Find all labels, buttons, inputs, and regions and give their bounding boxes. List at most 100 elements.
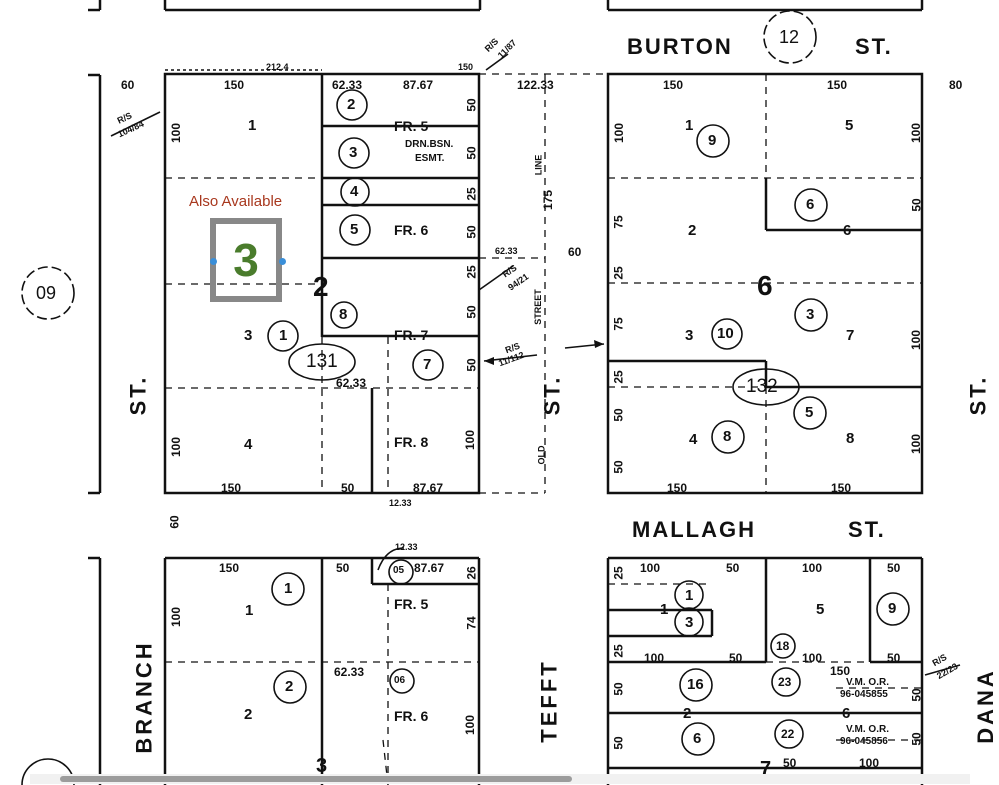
parcel-circle-1-lower-right[interactable]: 1: [685, 587, 694, 604]
parcel-circle-2-lower-left[interactable]: 2: [285, 678, 294, 695]
parcel-circle-1[interactable]: 1: [279, 327, 288, 344]
parcel-circle-22[interactable]: 22: [781, 727, 795, 741]
lot-1-block-6[interactable]: 1: [685, 117, 694, 134]
bottom-partial-number: 3: [316, 755, 328, 777]
parcel-circle-3[interactable]: 3: [349, 144, 358, 161]
lot-6-lower-right[interactable]: 6: [842, 705, 851, 722]
vdim-50-g: 50: [611, 460, 626, 474]
vdim-50-c: 50: [464, 225, 479, 239]
dim-212-4: 212.4: [266, 62, 289, 72]
vdim-74: 74: [464, 616, 479, 630]
dim-87-67-bottom: 87.67: [413, 481, 444, 495]
vdim-100-mid-left: 100: [463, 429, 478, 451]
parcel-circle-4[interactable]: 4: [350, 183, 359, 200]
street-line-label: LINE: [533, 154, 544, 176]
parcel-circle-16[interactable]: 16: [687, 676, 704, 693]
vdim-25-f: 25: [611, 644, 626, 658]
dim-100-lower-right-f: 100: [859, 756, 880, 770]
dim-80: 80: [949, 78, 963, 92]
lot-3-selection-badge[interactable]: 3: [210, 218, 282, 302]
lot-4-block-2[interactable]: 4: [244, 436, 253, 453]
street-branch: BRANCH: [131, 640, 157, 754]
vdim-50-h: 50: [909, 198, 924, 212]
vdim-100-lower-mid: 100: [463, 714, 478, 736]
parcel-circle-3-right[interactable]: 3: [806, 306, 815, 323]
dim-150-top-left: 150: [224, 78, 245, 92]
parcel-circle-6-lower-right[interactable]: 6: [693, 730, 702, 747]
vdim-25-e: 25: [611, 566, 626, 580]
lot-1-lower-left[interactable]: 1: [245, 602, 254, 619]
street-dana: DANA: [972, 668, 998, 744]
lot-fr7-block-2[interactable]: FR. 7: [394, 327, 429, 343]
dim-150-top-small: 150: [458, 62, 474, 72]
parcel-circle-9[interactable]: 9: [708, 132, 717, 149]
lot-fr8-block-2[interactable]: FR. 8: [394, 434, 429, 450]
vdim-75-a: 75: [611, 215, 626, 229]
parcel-circle-8[interactable]: 8: [339, 306, 348, 323]
vdim-50-j: 50: [611, 736, 626, 750]
vdim-25-c: 25: [611, 266, 626, 280]
parcel-circle-10[interactable]: 10: [717, 325, 734, 342]
dim-100-lower-right-b: 100: [802, 561, 823, 575]
dim-100-lower-right-a: 100: [640, 561, 661, 575]
dim-62-33-lower: 62.33: [334, 665, 365, 679]
parcel-circle-3-lower-right[interactable]: 3: [685, 614, 694, 631]
parcel-circle-18[interactable]: 18: [776, 639, 790, 653]
easement-label: ESMT.: [415, 153, 445, 164]
lot-4-block-6[interactable]: 4: [689, 431, 698, 448]
lot-7-block-6[interactable]: 7: [846, 327, 855, 344]
lot-2-lower-right[interactable]: 2: [683, 705, 692, 722]
vm-or-value-2: 96-045856: [840, 736, 888, 747]
lot-2-block-6[interactable]: 2: [688, 222, 697, 239]
dim-50-lower-right-c: 50: [729, 651, 743, 665]
resize-handle-right[interactable]: [279, 258, 286, 265]
vdim-25-b: 25: [464, 265, 479, 279]
vdim-175: 175: [541, 189, 556, 211]
parcel-circle-9-lower-right[interactable]: 9: [888, 600, 897, 617]
lot-7-lower-right[interactable]: 7: [760, 758, 772, 780]
street-tefft: TEFFT: [536, 659, 562, 743]
lot-1-lower-right[interactable]: 1: [660, 601, 669, 618]
parcel-circle-23[interactable]: 23: [778, 675, 792, 689]
dim-12-33-bottom: 12.33: [389, 498, 412, 508]
lot-6-block-6[interactable]: 6: [843, 222, 852, 239]
vdim-25-a: 25: [464, 187, 479, 201]
lot-5-block-6[interactable]: 5: [845, 117, 854, 134]
lot-fr5-block-2[interactable]: FR. 5: [394, 118, 429, 134]
parcel-circle-06[interactable]: 06: [394, 675, 406, 686]
street-mallagh-suffix: ST.: [848, 517, 886, 542]
street-left-suffix: ST.: [125, 374, 151, 416]
lot-fr5-lower-left[interactable]: FR. 5: [394, 596, 429, 612]
vdim-100-lower-left: 100: [169, 606, 184, 628]
dim-150-bottom-right-a: 150: [667, 481, 688, 495]
lot-1-block-2[interactable]: 1: [248, 117, 257, 134]
lot-fr6-block-2[interactable]: FR. 6: [394, 222, 429, 238]
vdim-100-right-b: 100: [909, 122, 924, 144]
dim-100-lower-right-d: 100: [802, 651, 823, 665]
book-circle-top: 12: [779, 27, 800, 47]
lot-3-block-2[interactable]: 3: [244, 327, 253, 344]
lot-5-lower-right[interactable]: 5: [816, 601, 825, 618]
street-mallagh: MALLAGH: [632, 517, 756, 542]
parcel-circle-2[interactable]: 2: [347, 96, 356, 113]
parcel-circle-7[interactable]: 7: [423, 356, 432, 373]
block-oval-131: 131: [306, 351, 338, 372]
lot-fr6-lower-left[interactable]: FR. 6: [394, 708, 429, 724]
lot-8-block-6[interactable]: 8: [846, 430, 855, 447]
parcel-circle-1-lower-left[interactable]: 1: [284, 580, 293, 597]
dim-50-lower-right-d: 50: [887, 651, 901, 665]
parcel-circle-5[interactable]: 5: [350, 221, 359, 238]
lot-2-lower-left[interactable]: 2: [244, 706, 253, 723]
parcel-circle-8-right[interactable]: 8: [723, 428, 732, 445]
horizontal-scrollbar-thumb[interactable]: [60, 776, 572, 782]
lot-3-block-6[interactable]: 3: [685, 327, 694, 344]
resize-handle-left[interactable]: [210, 258, 217, 265]
drainage-label: DRN.BSN.: [405, 139, 454, 150]
parcel-circle-05[interactable]: 05: [393, 565, 405, 576]
parcel-circle-6[interactable]: 6: [806, 196, 815, 213]
vdim-25-d: 25: [611, 370, 626, 384]
parcel-circle-5-right[interactable]: 5: [805, 404, 814, 421]
vdim-50-d: 50: [464, 305, 479, 319]
dim-87-67-lower: 87.67: [414, 561, 445, 575]
